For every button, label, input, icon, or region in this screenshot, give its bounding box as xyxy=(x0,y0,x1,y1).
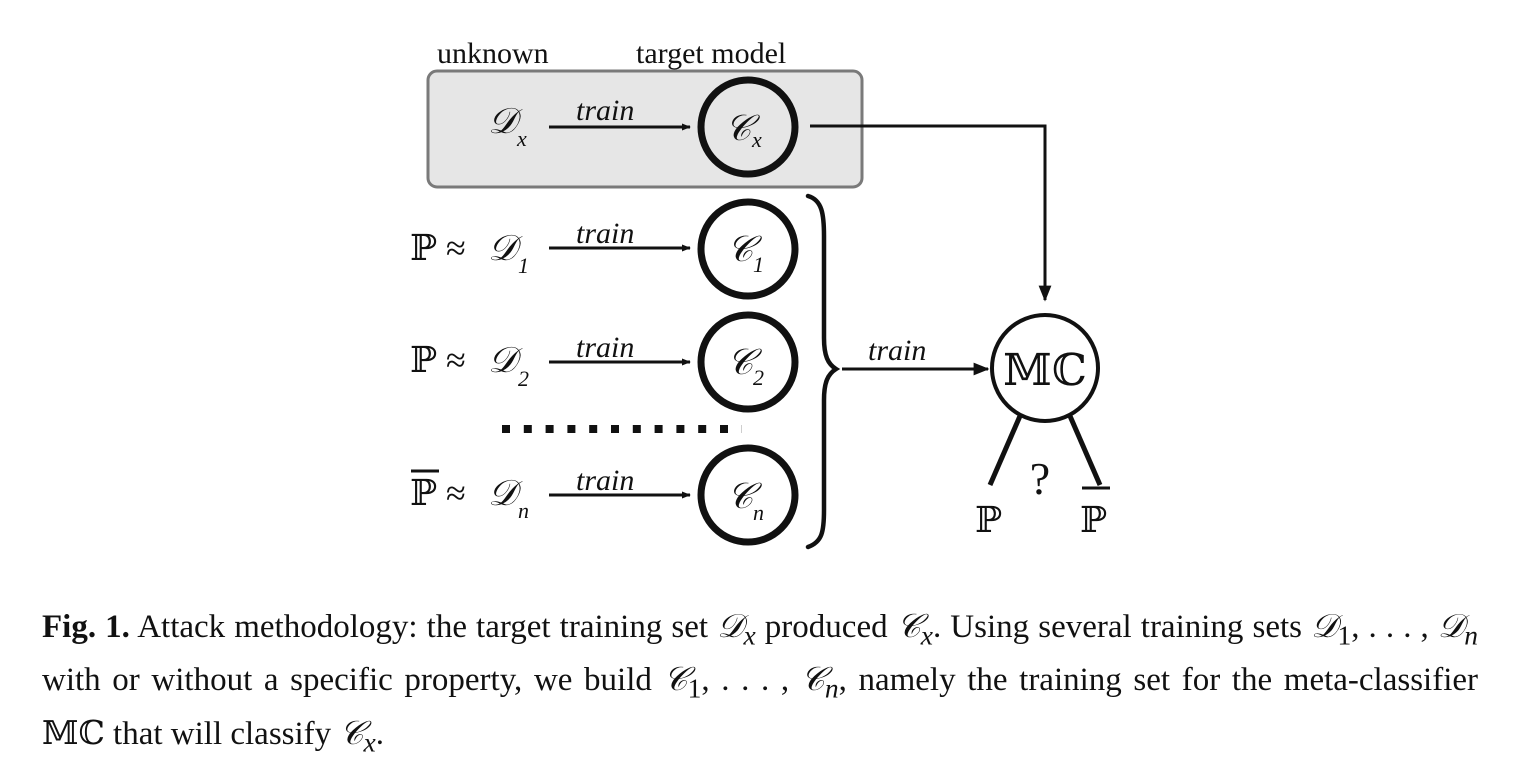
classifier-1-subscript: 1 xyxy=(753,252,764,277)
caption-text: with or without a specific property, we … xyxy=(42,661,664,698)
caption-text: produced xyxy=(755,609,897,645)
caption-math-subscript: x xyxy=(920,619,933,651)
caption-text: , . . . , xyxy=(1351,609,1438,645)
caption-text: . xyxy=(375,716,384,753)
caption-math: 𝒟 xyxy=(1311,609,1338,645)
unknown-label: unknown xyxy=(437,37,549,70)
meta-classifier-node xyxy=(990,313,1100,423)
caption-math-subscript: 1 xyxy=(1337,619,1352,651)
approx-symbol-1: ≈ xyxy=(446,228,466,268)
target-model-box xyxy=(426,69,864,189)
classifier-2-subscript: 2 xyxy=(753,365,764,390)
dataset-2-subscript: 2 xyxy=(518,366,529,391)
dataset-x-subscript: x xyxy=(516,126,527,151)
caption-math-subscript: 1 xyxy=(687,672,702,704)
caption-math-subscript: x xyxy=(743,619,756,651)
classifier-n-node xyxy=(697,444,799,546)
classifier-x-subscript: x xyxy=(751,127,762,152)
meta-classifier-symbol: 𝕄ℂ xyxy=(1003,345,1087,396)
dataset-1-subscript: 1 xyxy=(518,253,529,278)
caption-math: 𝒞 xyxy=(663,661,688,698)
output-p-symbol: ℙ xyxy=(975,500,1002,541)
caption-text: , . . . , xyxy=(701,661,801,698)
output-not-p-symbol: ℙ xyxy=(1080,500,1107,541)
approx-symbol-n: ≈ xyxy=(446,473,466,513)
caption-math-subscript: x xyxy=(363,726,376,758)
train-label-2: train xyxy=(576,331,634,364)
classifier-n-subscript: n xyxy=(753,500,764,525)
approx-symbol-2: ≈ xyxy=(446,340,466,380)
branch-left xyxy=(987,415,1023,486)
caption-text: . Using several training sets xyxy=(932,609,1312,645)
caption-math: 𝒟 xyxy=(717,609,744,645)
train-label-x: train xyxy=(576,94,634,127)
train-label-meta: train xyxy=(868,334,926,367)
figure-caption: Fig. 1. Attack methodology: the target t… xyxy=(42,605,1478,765)
caption-text: , namely the training set for the meta-c… xyxy=(838,661,1479,698)
caption-text: Attack methodology: the target training … xyxy=(129,609,718,645)
caption-label: Fig. 1. xyxy=(42,609,130,645)
caption-text: that will classify xyxy=(104,716,340,753)
classify-arrow-target xyxy=(810,124,1052,302)
row-n: ℙ ≈ 𝒟 n train 𝒞 n xyxy=(410,444,799,546)
caption-math-subscript: n xyxy=(824,672,839,704)
dataset-n-subscript: n xyxy=(518,498,529,523)
question-mark: ? xyxy=(1030,453,1050,504)
train-label-n: train xyxy=(576,464,634,497)
caption-math: 𝒞 xyxy=(800,661,825,698)
row-1: ℙ ≈ 𝒟 1 train 𝒞 1 xyxy=(410,198,799,300)
grouping-brace xyxy=(805,193,841,550)
classifier-2-node xyxy=(697,311,799,413)
classifier-1-node xyxy=(697,198,799,300)
target-model-label: target model xyxy=(636,37,786,70)
branch-right xyxy=(1067,415,1103,486)
caption-math: 𝒞 xyxy=(896,609,921,645)
property-p-symbol-1: ℙ xyxy=(410,228,437,269)
row-2: ℙ ≈ 𝒟 2 train 𝒞 2 xyxy=(410,311,799,413)
caption-math: 𝒟 xyxy=(1437,609,1465,645)
property-not-p-symbol: ℙ xyxy=(410,473,437,514)
classifier-x-node xyxy=(697,76,799,178)
caption-math: 𝒞 xyxy=(339,716,364,753)
caption-math-subscript: n xyxy=(1464,619,1478,651)
train-label-1: train xyxy=(576,217,634,250)
attack-methodology-diagram: unknown target model 𝒟 x train 𝒞 x ℙ ≈ 𝒟… xyxy=(410,37,1110,550)
caption-math: 𝕄ℂ xyxy=(42,713,105,753)
property-p-symbol-2: ℙ xyxy=(410,340,437,381)
